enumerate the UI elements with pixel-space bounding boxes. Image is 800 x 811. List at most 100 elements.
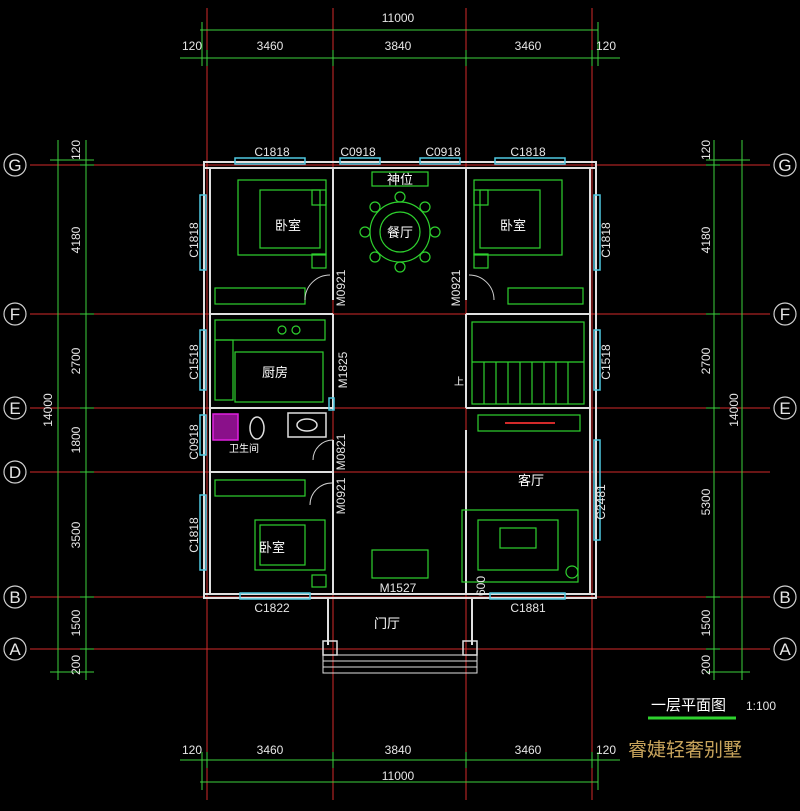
window-label: C1818 <box>254 145 290 159</box>
bottom-dimensions: 120 3460 3840 3460 120 11000 <box>182 743 616 783</box>
dimension-top-seg: 120 <box>182 39 202 53</box>
dimension-top-seg: 120 <box>596 39 616 53</box>
room-labels: 卧室 餐厅 神位 卧室 厨房 卫生间 卧室 客厅 门厅 上 <box>229 173 544 632</box>
right-dimensions: 14000 120 4180 2700 5300 1500 200 <box>699 140 741 675</box>
dimension-left-seg: 3500 <box>69 521 83 548</box>
window-label: C0918 <box>187 424 201 460</box>
axis-label-left: B <box>9 588 20 607</box>
dimension-right-seg: 200 <box>699 655 713 675</box>
dimension-bottom-seg: 3460 <box>515 743 542 757</box>
dimension-lines <box>50 22 750 790</box>
bed-icon <box>473 179 563 256</box>
dimension-left-total: 14000 <box>41 393 55 427</box>
stair-up-label: 上 <box>454 376 464 388</box>
door-label: M0921 <box>334 477 348 514</box>
axis-label-left: A <box>9 640 21 659</box>
axis-labels: G G F F E E D B B A A <box>8 156 791 659</box>
door-label: M0921 <box>449 269 463 306</box>
stair-icon <box>471 321 585 405</box>
door-label: M1527 <box>380 581 417 595</box>
axis-label-left: D <box>9 463 21 482</box>
room-label-dining: 餐厅 <box>387 225 413 241</box>
door-label: M0821 <box>334 433 348 470</box>
sofa-icon <box>461 509 579 583</box>
wardrobe-icon <box>214 287 306 305</box>
room-label-shrine: 神位 <box>387 173 413 188</box>
axis-label-left: E <box>9 399 20 418</box>
dimension-bottom-seg: 120 <box>182 743 202 757</box>
kitchen-counter-icon <box>214 319 326 341</box>
entry-door-icon <box>371 549 429 579</box>
room-label-bedroom-nw: 卧室 <box>275 218 301 234</box>
opening-labels: C1818 C0918 C0918 C1818 C1818 C1818 M092… <box>187 145 613 615</box>
dimension-left-seg: 200 <box>69 655 83 675</box>
dimension-top-seg: 3460 <box>257 39 284 53</box>
dimension-left-seg: 1500 <box>69 609 83 636</box>
dimension-right-total: 14000 <box>727 393 741 427</box>
dimension-left-seg: 120 <box>69 140 83 160</box>
dimension-top-seg: 3460 <box>515 39 542 53</box>
windows <box>199 157 601 600</box>
bed-icon <box>254 519 326 571</box>
dimension-bottom-seg: 3460 <box>257 743 284 757</box>
bathroom-fixtures <box>212 412 327 441</box>
axis-bubbles <box>3 153 797 661</box>
axis-label-left: G <box>8 156 21 175</box>
dimension-right-seg: 2700 <box>699 347 713 374</box>
window-label: C0918 <box>425 145 461 159</box>
window-label: C2481 <box>594 484 608 520</box>
window-label: C1818 <box>187 517 201 553</box>
window-label: C1881 <box>510 601 546 615</box>
room-label-bathroom: 卫生间 <box>229 442 259 455</box>
window-label: C1818 <box>599 222 613 258</box>
window-label: C1518 <box>599 344 613 380</box>
basin-icon <box>287 412 327 438</box>
walls <box>203 161 597 674</box>
window-label: C1818 <box>510 145 546 159</box>
wardrobe-icon <box>214 479 306 497</box>
axis-label-right: F <box>780 305 790 324</box>
left-dimensions: 14000 120 4180 2700 1800 3500 1500 200 <box>41 140 83 675</box>
dimension-bottom-seg: 120 <box>596 743 616 757</box>
window-label: 600 <box>474 576 488 596</box>
window-label: C1518 <box>187 344 201 380</box>
bed-icon <box>237 179 327 256</box>
axis-label-right: B <box>779 588 790 607</box>
drawing-title: 一层平面图 <box>651 696 726 714</box>
dimension-left-seg: 1800 <box>69 426 83 453</box>
dimension-right-seg: 120 <box>699 140 713 160</box>
dimension-bottom-total: 11000 <box>382 769 415 783</box>
dimension-right-seg: 5300 <box>699 488 713 515</box>
dimension-left-seg: 4180 <box>69 226 83 253</box>
dimension-bottom-seg: 3840 <box>385 743 412 757</box>
drawing-scale: 1:100 <box>746 699 776 713</box>
door-label: M1825 <box>336 351 350 388</box>
dimension-left-seg: 2700 <box>69 347 83 374</box>
title-block: 一层平面图 1:100 睿婕轻奢别墅 <box>628 696 776 761</box>
room-label-bedroom-sw: 卧室 <box>259 540 285 556</box>
dimension-right-seg: 1500 <box>699 609 713 636</box>
furniture <box>214 171 585 588</box>
top-dimensions: 11000 120 3460 3840 3460 120 <box>182 11 616 53</box>
tv-cabinet-icon <box>477 414 581 432</box>
dimension-right-seg: 4180 <box>699 226 713 253</box>
window-label: C0918 <box>340 145 376 159</box>
room-label-bedroom-ne: 卧室 <box>500 218 526 234</box>
room-label-kitchen: 厨房 <box>262 365 288 381</box>
brand-watermark: 睿婕轻奢别墅 <box>628 739 742 761</box>
shower-icon <box>212 413 239 441</box>
axis-label-left: F <box>10 305 20 324</box>
dimension-top-seg: 3840 <box>385 39 412 53</box>
window-label: C1822 <box>254 601 290 615</box>
door-label: M0921 <box>334 269 348 306</box>
axis-label-right: E <box>779 399 790 418</box>
wardrobe-icon <box>507 287 584 305</box>
window-label: C1818 <box>187 222 201 258</box>
door-swings <box>304 274 495 506</box>
dimension-top-total: 11000 <box>382 11 415 25</box>
axis-label-right: G <box>778 156 791 175</box>
axis-label-right: A <box>779 640 791 659</box>
room-label-entrance: 门厅 <box>374 617 400 632</box>
toilet-icon <box>249 416 265 440</box>
